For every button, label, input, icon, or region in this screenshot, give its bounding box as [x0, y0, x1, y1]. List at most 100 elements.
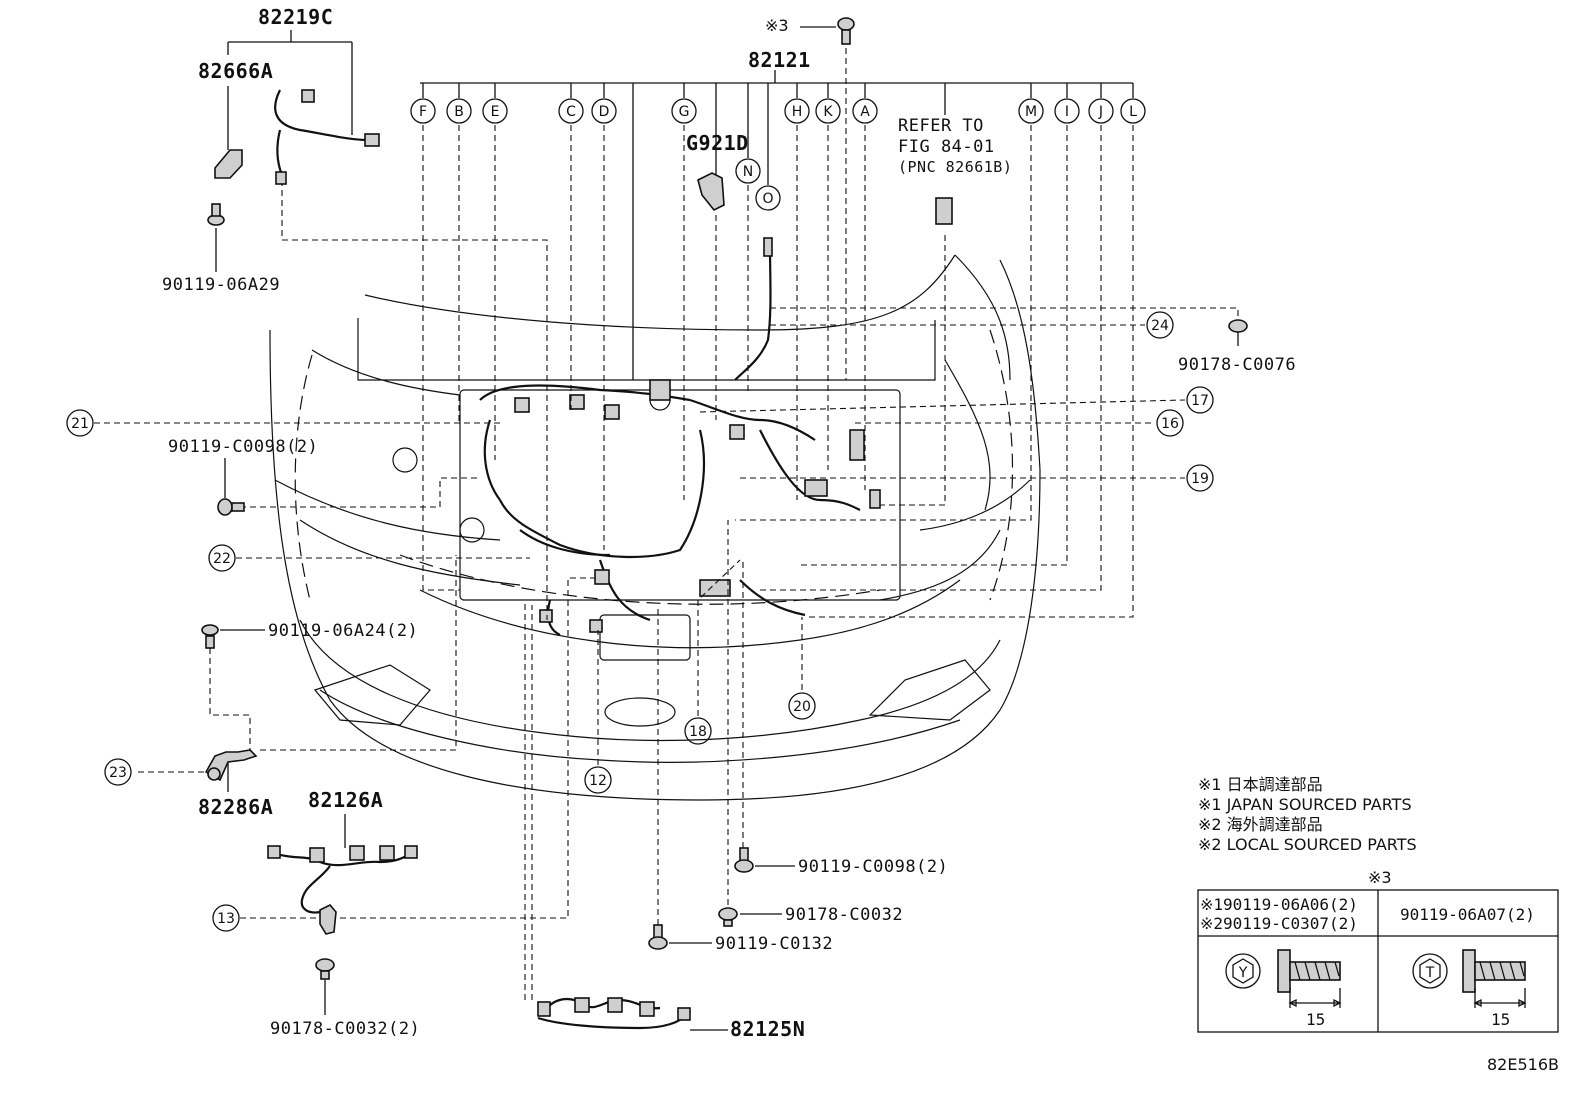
svg-text:REFER TO: REFER TO — [898, 116, 984, 136]
letter-callouts: F B E C D G N O H K A M I J L — [410, 98, 1146, 211]
callout-F: F — [410, 98, 436, 124]
label-82666A: 82666A — [198, 59, 273, 83]
clip-90178-C0032-2 — [315, 958, 335, 980]
svg-text:H: H — [792, 104, 803, 120]
refer-note: REFER TO FIG 84-01 (PNC 82661B) — [898, 116, 1012, 225]
number-callouts: 24 17 16 19 21 22 20 18 12 23 13 — [66, 311, 1214, 932]
callout-A: A — [852, 98, 878, 124]
svg-text:L: L — [1129, 104, 1137, 120]
svg-text:Y: Y — [1238, 965, 1248, 981]
sourcing-notes: ※1 日本調達部品 ※1 JAPAN SOURCED PARTS ※2 海外調達… — [1198, 775, 1417, 854]
svg-text:21: 21 — [71, 416, 89, 432]
main-harness-82121 — [479, 244, 881, 636]
callout-13: 13 — [212, 904, 240, 932]
svg-text:22: 22 — [213, 551, 231, 567]
group-82125N: 82125N — [537, 997, 805, 1041]
group-90119-C0132: 90119-C0132 — [648, 924, 833, 954]
svg-text:16: 16 — [1161, 416, 1179, 432]
callout-I: I — [1054, 98, 1080, 124]
group-90178-C0032: 90178-C0032 — [718, 905, 903, 927]
svg-text:G: G — [679, 104, 690, 120]
callout-O: O — [755, 185, 781, 211]
svg-text:15: 15 — [1306, 1010, 1325, 1029]
group-90119-06A24: 90119-06A24(2) 82286A — [198, 621, 418, 819]
top-mark-3: ※3 — [765, 16, 789, 35]
svg-text:F: F — [419, 104, 427, 120]
group-90119-C0098-bottom: 90119-C0098(2) — [734, 847, 948, 877]
callout-C: C — [558, 98, 584, 124]
callout-H: H — [784, 98, 810, 124]
svg-text:O: O — [762, 191, 773, 207]
bracket-82666A — [214, 149, 243, 179]
callout-16: 16 — [1156, 409, 1184, 437]
group-G921D: G921D — [686, 131, 749, 212]
svg-text:17: 17 — [1191, 393, 1209, 409]
connector-82661B — [935, 197, 953, 225]
bolt-90119-06A24 — [201, 624, 219, 649]
label-82121: 82121 — [748, 48, 811, 72]
label-82219C: 82219C — [258, 5, 333, 29]
sensor-O — [763, 237, 773, 257]
group-82121-label: 82121 ※3 — [748, 16, 855, 72]
callout-bracket-82121 — [420, 70, 1133, 84]
label-90178-C0032-2: 90178-C0032(2) — [270, 1019, 420, 1039]
svg-text:18: 18 — [689, 724, 707, 740]
label-90119-C0098-bottom: 90119-C0098(2) — [798, 857, 948, 877]
group-82126A: 82126A 90178-C0032(2) — [267, 788, 420, 1039]
group-90119-C0098-left: 90119-C0098(2) — [168, 437, 318, 516]
bolt-t-illustration: T 15 — [1412, 949, 1527, 1029]
table-right-row1: 90119-06A07(2) — [1400, 905, 1535, 924]
label-82286A: 82286A — [198, 795, 273, 819]
bracket-G921D — [697, 172, 725, 212]
note-2-jp: ※2 海外調達部品 — [1198, 815, 1323, 834]
callout-D: D — [591, 98, 617, 124]
label-90178-C0076: 90178-C0076 — [1178, 355, 1296, 375]
callout-E: E — [482, 98, 508, 124]
bolt-90119-C0098-left — [217, 498, 245, 516]
label-90178-C0032: 90178-C0032 — [785, 905, 903, 925]
dashed-leaders — [94, 48, 1239, 1000]
svg-text:M: M — [1025, 104, 1037, 120]
callout-J: J — [1088, 98, 1114, 124]
bolt-90119-C0098-bottom — [734, 847, 754, 873]
svg-text:B: B — [454, 104, 464, 120]
car-body-outline — [269, 254, 1041, 801]
label-G921D: G921D — [686, 131, 749, 155]
svg-text:D: D — [599, 104, 610, 120]
svg-text:I: I — [1065, 104, 1069, 120]
callout-17: 17 — [1186, 386, 1214, 414]
letter-callout-leaders — [422, 83, 1134, 380]
label-90119-C0132: 90119-C0132 — [715, 934, 833, 954]
note-1-en: ※1 JAPAN SOURCED PARTS — [1198, 795, 1412, 814]
diagram-id: 82E516B — [1487, 1055, 1559, 1074]
svg-text:T: T — [1425, 965, 1435, 981]
callout-24: 24 — [1146, 311, 1174, 339]
svg-text:A: A — [860, 104, 870, 120]
svg-text:19: 19 — [1191, 471, 1209, 487]
note-2-en: ※2 LOCAL SOURCED PARTS — [1198, 835, 1417, 854]
callout-18: 18 — [684, 717, 712, 745]
table-caption: ※3 — [1368, 868, 1392, 887]
svg-text:E: E — [491, 104, 500, 120]
callout-19: 19 — [1186, 464, 1214, 492]
svg-text:23: 23 — [109, 765, 127, 781]
bolt-90119-06A29 — [207, 203, 225, 226]
callout-20: 20 — [788, 692, 816, 720]
callout-G: G — [671, 98, 697, 124]
callout-12: 12 — [584, 766, 612, 794]
bolt-table: ※3 ※190119-06A06(2) ※290119-C0307(2) 901… — [1197, 868, 1559, 1033]
table-left-row1: ※190119-06A06(2) — [1200, 895, 1358, 914]
note-1-jp: ※1 日本調達部品 — [1198, 775, 1323, 794]
svg-text:J: J — [1098, 104, 1103, 120]
svg-text:C: C — [566, 104, 576, 120]
harness-82219C — [274, 89, 369, 142]
group-82219C: 82219C 82666A 90119-06A29 — [162, 5, 380, 295]
svg-text:N: N — [743, 164, 753, 180]
label-90119-06A29: 90119-06A29 — [162, 275, 280, 295]
callout-M: M — [1018, 98, 1044, 124]
callout-21: 21 — [66, 409, 94, 437]
harness-82126A — [271, 850, 413, 867]
bolt-top-mark-3 — [837, 17, 855, 45]
bolt-y-illustration: Y 15 — [1225, 949, 1342, 1029]
